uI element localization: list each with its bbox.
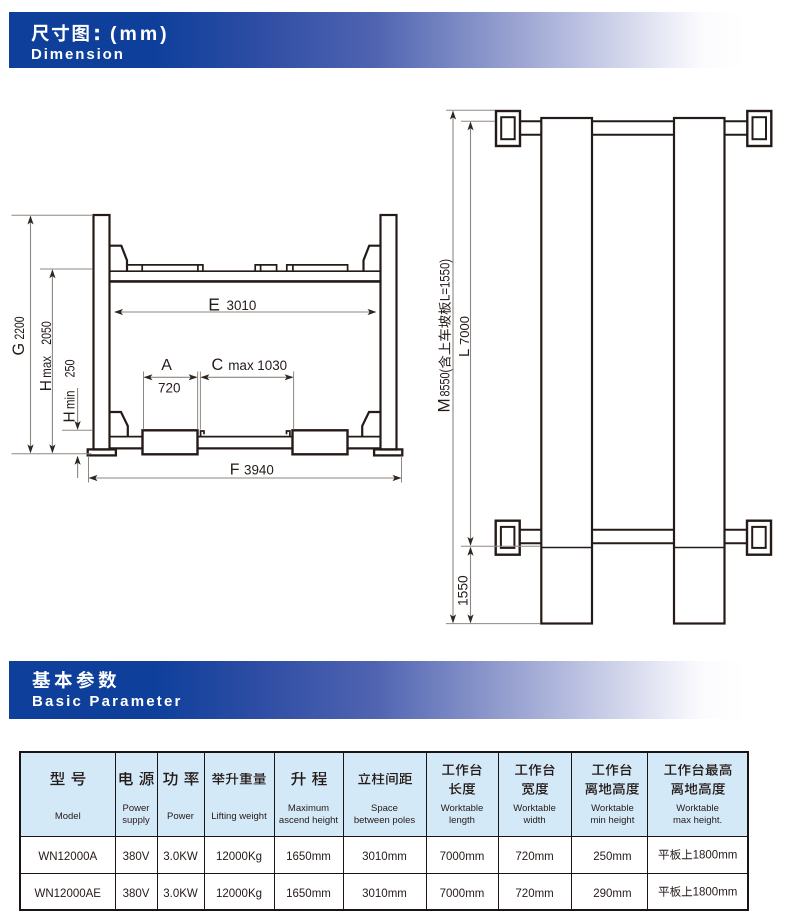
svg-text:7000: 7000 xyxy=(457,316,472,345)
svg-text:A: A xyxy=(161,357,172,374)
svg-text:L: L xyxy=(456,349,473,357)
svg-text:8550(: 8550( xyxy=(438,369,453,397)
svg-text:3010: 3010 xyxy=(227,298,257,313)
svg-text:1550: 1550 xyxy=(456,575,471,606)
svg-text:G: G xyxy=(10,343,28,356)
svg-text:H: H xyxy=(38,380,55,391)
svg-text:F: F xyxy=(230,462,240,479)
svg-text:L=1550): L=1550) xyxy=(438,259,453,301)
svg-text:1030: 1030 xyxy=(257,358,287,373)
svg-text:min: min xyxy=(62,390,77,409)
svg-text:H: H xyxy=(61,411,78,422)
svg-text:(mm): (mm) xyxy=(110,23,170,45)
svg-text:E: E xyxy=(208,295,220,315)
svg-text:2200: 2200 xyxy=(12,316,28,339)
svg-text:Basic Parameter: Basic Parameter xyxy=(32,693,183,710)
svg-text:max: max xyxy=(39,355,54,377)
svg-text:M: M xyxy=(435,398,454,412)
svg-text:Dimension: Dimension xyxy=(31,46,125,63)
svg-text:max: max xyxy=(228,358,254,373)
svg-text:3940: 3940 xyxy=(244,462,274,477)
svg-text:720: 720 xyxy=(158,381,181,396)
svg-text:250: 250 xyxy=(62,359,77,377)
svg-text:C: C xyxy=(212,356,224,374)
svg-text:2050: 2050 xyxy=(39,321,55,345)
